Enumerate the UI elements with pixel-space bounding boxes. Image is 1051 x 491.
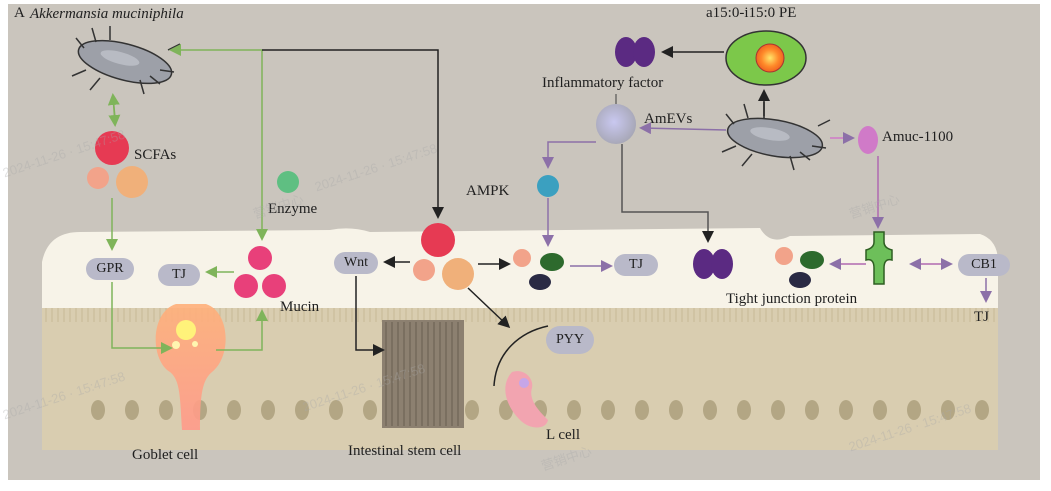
cb1-label: CB1	[958, 254, 1010, 276]
wnt-label: Wnt	[334, 252, 378, 274]
panel-letter: A	[14, 5, 25, 21]
scfa-orange-circle	[116, 166, 148, 198]
amevs-vesicle	[596, 104, 636, 144]
tj-middle-label: TJ	[614, 254, 658, 276]
tight-junction-protein-label: Tight junction protein	[726, 291, 858, 307]
ampk-label: AMPK	[466, 183, 510, 199]
tj-left-label: TJ	[158, 264, 200, 286]
goblet-cell-label: Goblet cell	[132, 447, 199, 463]
species-title: Akkermansia muciniphila	[30, 6, 184, 22]
tj-right-label: TJ	[974, 309, 989, 325]
amuc-label: Amuc-1100	[882, 129, 954, 145]
mucin-circle-1	[248, 246, 272, 270]
microvilli	[45, 306, 995, 322]
goblet-cell	[155, 304, 226, 430]
enzyme-circle	[277, 171, 299, 193]
ampk-circle	[537, 175, 559, 197]
gpr-label: GPR	[86, 258, 134, 280]
purple-pair-lower-left	[693, 249, 715, 279]
scfa-red-circle	[95, 131, 129, 165]
receptor-icon	[865, 231, 893, 285]
center-peach-circle	[413, 259, 435, 281]
group1-peach	[513, 249, 531, 267]
l-cell-label: L cell	[546, 427, 581, 443]
amevs-label: AmEVs	[644, 111, 693, 127]
l-cell	[493, 325, 549, 428]
group2-peach	[775, 247, 793, 265]
nuclei	[91, 400, 989, 420]
center-orange-circle	[442, 258, 474, 290]
pe-label: a15:0-i15:0 PE	[706, 5, 797, 21]
group1-navy	[529, 274, 551, 290]
bacterium-top-left	[71, 26, 181, 95]
mucin-circle-2	[234, 274, 258, 298]
bacterium-right	[721, 102, 831, 171]
scfas-label: SCFAs	[134, 147, 177, 163]
group2-green	[800, 251, 824, 269]
pe-core	[755, 43, 785, 73]
amuc-ellipse	[858, 126, 878, 154]
inflammatory-factor-label: Inflammatory factor	[542, 75, 664, 91]
enzyme-label: Enzyme	[268, 201, 318, 217]
scfa-peach-circle	[87, 167, 109, 189]
purple-pair-lower-right	[711, 249, 733, 279]
pyy-label: PYY	[546, 326, 594, 354]
intestinal-stem-cell-label: Intestinal stem cell	[348, 443, 462, 459]
inflammatory-left	[615, 37, 637, 67]
center-red-circle	[421, 223, 455, 257]
mucin-circle-3	[262, 274, 286, 298]
group2-navy	[789, 272, 811, 288]
inflammatory-right	[633, 37, 655, 67]
group1-green	[540, 253, 564, 271]
mucin-label: Mucin	[280, 299, 320, 315]
intestinal-stem-cell	[382, 320, 464, 428]
